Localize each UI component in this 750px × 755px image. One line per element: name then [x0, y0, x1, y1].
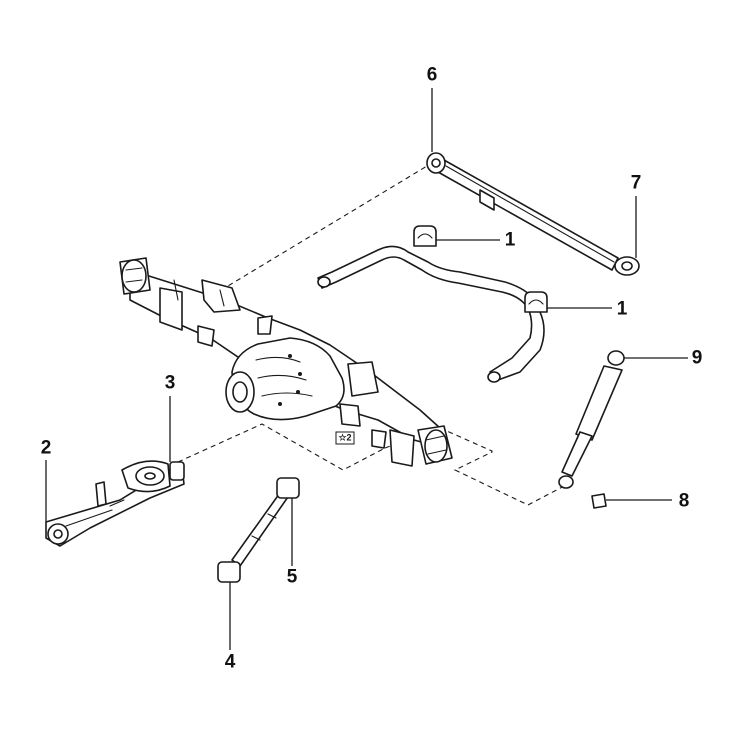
stabilizer-bushing-upper — [413, 225, 437, 247]
callout-2: 2 — [40, 437, 52, 459]
callout-4: 4 — [224, 651, 236, 673]
callout-7: 7 — [630, 172, 642, 194]
lower-lateral-rod — [217, 477, 300, 583]
callout-1-bushing-upper: 1 — [504, 229, 516, 251]
lower-trailing-arm — [45, 460, 185, 547]
upper-link-rod — [426, 152, 640, 276]
shock-absorber — [558, 350, 625, 509]
callout-6: 6 — [426, 64, 438, 86]
stabilizer-bar — [317, 245, 545, 383]
rear-axle-housing — [119, 257, 453, 467]
callout-3: 3 — [164, 372, 176, 394]
callout-5: 5 — [286, 566, 298, 588]
callout-8: 8 — [678, 490, 690, 512]
reference-mark: ☆2 — [338, 432, 352, 443]
reference-box — [335, 431, 355, 445]
callout-leaders — [45, 88, 688, 650]
stabilizer-bushing-lower — [524, 291, 548, 313]
callout-9: 9 — [691, 347, 703, 369]
callout-1-bushing-lower: 1 — [616, 298, 628, 320]
